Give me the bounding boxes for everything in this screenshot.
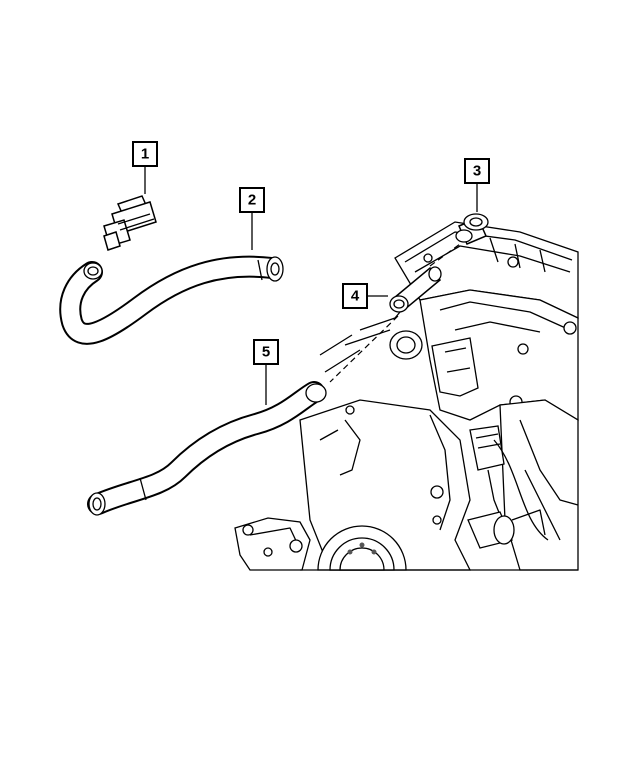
- callout-1: 1: [132, 141, 158, 167]
- callout-label-2: 2: [248, 192, 256, 209]
- engine-block-illustration: [234, 221, 579, 571]
- callout-label-1: 1: [141, 146, 149, 163]
- callout-label-5: 5: [262, 344, 270, 361]
- grommet-part: [455, 213, 489, 245]
- callout-label-4: 4: [351, 288, 360, 305]
- callout-3: 3: [464, 158, 490, 184]
- breather-hose-part: [87, 381, 327, 516]
- pcv-hose-part: [59, 255, 284, 345]
- callout-2: 2: [239, 187, 265, 213]
- callout-5: 5: [253, 339, 279, 365]
- tube-part: [389, 266, 442, 313]
- callout-4: 4: [342, 283, 368, 309]
- leader-lines: [144, 167, 478, 405]
- callout-label-3: 3: [473, 163, 481, 180]
- pcv-valve-part: [103, 195, 157, 251]
